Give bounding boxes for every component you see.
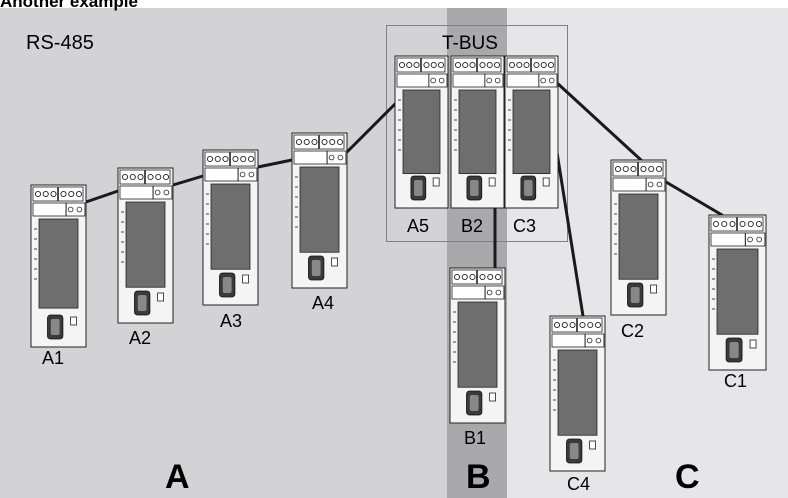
cable-layer: [84, 80, 724, 318]
module-c3: [504, 55, 559, 209]
module-c4: [549, 315, 606, 472]
device-label-c4: C4: [567, 474, 591, 494]
cable-c3-c2: [554, 80, 643, 162]
diagram-header: Another example: [0, 0, 138, 11]
device-label-a1: A1: [42, 348, 65, 368]
cable-a4-a5: [345, 102, 397, 154]
device-label-c1: C1: [724, 371, 748, 391]
device-label-c3: C3: [513, 216, 537, 236]
cable-a2-a3: [171, 174, 205, 187]
module-a5: [394, 55, 449, 209]
module-a1: [30, 184, 87, 348]
protocol-label: RS-485: [26, 32, 94, 54]
module-a4: [291, 132, 348, 289]
device-label-c2: C2: [621, 321, 645, 341]
cable-a1-a2: [84, 189, 120, 204]
zone-label-a: A: [165, 458, 190, 496]
tbus-label: T-BUS: [442, 33, 498, 54]
module-c2: [610, 159, 667, 316]
module-b1: [449, 267, 506, 424]
cable-c3-c4: [553, 138, 585, 318]
module-a2: [117, 167, 174, 324]
zone-label-b: B: [466, 458, 491, 496]
zone-label-c: C: [675, 458, 700, 496]
cable-a3-a4: [256, 158, 294, 169]
device-label-a3: A3: [220, 311, 243, 331]
module-a3: [202, 149, 259, 306]
module-layer: [30, 55, 767, 472]
module-b2: [450, 55, 505, 209]
device-label-a4: A4: [312, 293, 335, 313]
device-label-b2: B2: [461, 216, 484, 236]
module-c1: [708, 214, 767, 371]
tbus-group-frame: [386, 25, 568, 242]
device-label-a5: A5: [407, 216, 430, 236]
cable-c2-c1: [664, 180, 724, 217]
device-label-a2: A2: [129, 328, 152, 348]
device-label-b1: B1: [464, 428, 487, 448]
